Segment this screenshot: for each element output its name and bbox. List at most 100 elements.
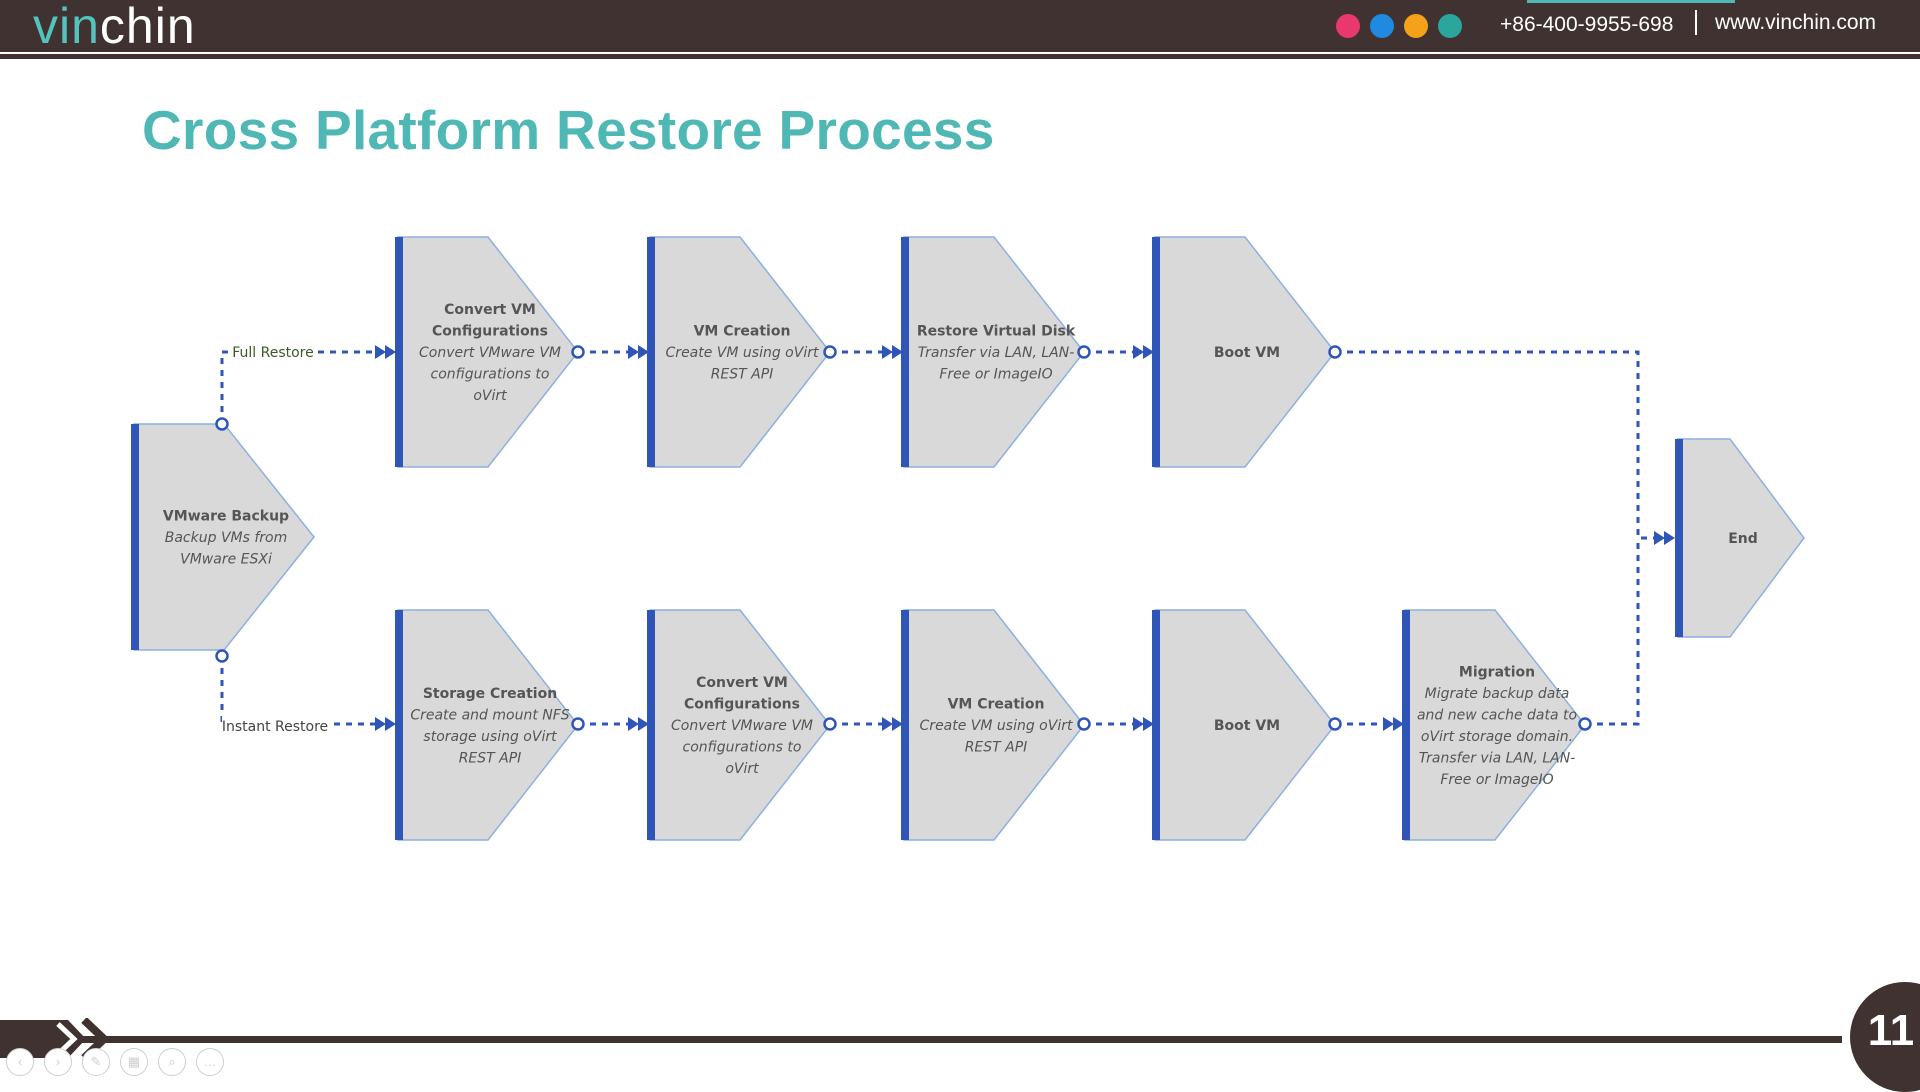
full-restore-step-3 xyxy=(901,236,1085,468)
full-restore-arrow xyxy=(375,345,396,359)
full-restore-step-1-desc: configurations to xyxy=(431,367,550,383)
instant-link-arrow-2 xyxy=(882,717,903,731)
slides-icon[interactable]: ▦ xyxy=(120,1048,148,1076)
full-restore-step-2-desc: Create VM using oVirt xyxy=(666,345,819,361)
instant-out-port-4 xyxy=(1328,717,1342,731)
instant-restore-step-3-desc: REST API xyxy=(965,740,1028,756)
instant-restore-arrow xyxy=(375,717,396,731)
website-link[interactable]: www.vinchin.com xyxy=(1715,11,1877,34)
start-top-port xyxy=(215,417,229,431)
full-restore-step-3-desc: Transfer via LAN, LAN- xyxy=(918,345,1075,361)
slide-title: Cross Platform Restore Process xyxy=(142,99,995,161)
full-restore-step-1-bar xyxy=(395,237,403,467)
color-dot-4 xyxy=(1438,14,1462,38)
instant-out-port-1 xyxy=(571,717,585,731)
instant-restore-step-5-desc: and new cache data to xyxy=(1417,707,1577,723)
full-restore-step-1-desc: Convert VMware VM xyxy=(419,345,561,361)
instant-final-port xyxy=(1578,717,1592,731)
full-out-port-2 xyxy=(823,345,837,359)
vinchin-logo: vinchin xyxy=(33,1,196,51)
vmware-backup-node-bar xyxy=(131,424,139,650)
header-accent-tab xyxy=(1527,0,1735,3)
slideshow-nav: ‹ › ✎ ▦ ⌕ … xyxy=(6,1048,224,1076)
instant-restore-step-5-bar xyxy=(1402,610,1410,840)
color-dot-3 xyxy=(1404,14,1428,38)
instant-restore-step-5-desc: Migrate backup data xyxy=(1425,686,1570,702)
color-dots xyxy=(1336,14,1462,38)
vmware-backup-node-title: VMware Backup xyxy=(163,509,289,525)
full-link-arrow-3 xyxy=(1133,345,1154,359)
instant-out-port-2 xyxy=(823,717,837,731)
instant-restore-step-2-title: Convert VM xyxy=(696,675,788,691)
more-icon[interactable]: … xyxy=(196,1048,224,1076)
instant-restore-step-4-title: Boot VM xyxy=(1214,718,1280,734)
instant-restore-step-3-bar xyxy=(901,610,909,840)
full-restore-step-1-title: Convert VM xyxy=(444,302,536,318)
instant-restore-step-1-title: Storage Creation xyxy=(423,686,557,702)
instant-restore-step-5-desc: Transfer via LAN, LAN- xyxy=(1419,750,1576,766)
full-restore-label: Full Restore xyxy=(232,345,314,361)
instant-restore-step-1-bar xyxy=(395,610,403,840)
instant-restore-step-2 xyxy=(647,609,831,841)
instant-out-port-3 xyxy=(1077,717,1091,731)
full-restore-step-3-desc: Free or ImageIO xyxy=(939,367,1052,383)
instant-restore-step-1-desc: storage using oVirt xyxy=(423,729,557,745)
full-restore-step-4-bar xyxy=(1152,237,1160,467)
full-link-arrow-2 xyxy=(882,345,903,359)
full-restore-step-2-bar xyxy=(647,237,655,467)
page-number: 11 xyxy=(1867,1006,1915,1055)
full-restore-step-4 xyxy=(1152,236,1336,468)
instant-restore-step-3 xyxy=(901,609,1085,841)
prev-icon[interactable]: ‹ xyxy=(6,1048,34,1076)
full-to-end-connector xyxy=(1335,350,1656,540)
play-icon[interactable]: › xyxy=(44,1048,72,1076)
pen-icon[interactable]: ✎ xyxy=(82,1048,110,1076)
zoom-icon[interactable]: ⌕ xyxy=(158,1048,186,1076)
start-bottom-port xyxy=(215,649,229,663)
full-restore-step-2-title: VM Creation xyxy=(694,324,791,340)
instant-restore-label-bg xyxy=(222,713,328,735)
full-restore-step-1-desc: oVirt xyxy=(473,388,507,404)
instant-restore-step-1-desc: Create and mount NFS xyxy=(410,707,569,723)
end-arrow xyxy=(1654,531,1675,545)
instant-restore-step-1 xyxy=(395,609,579,841)
end-node-bar xyxy=(1675,439,1683,637)
full-restore-step-2-desc: REST API xyxy=(711,367,774,383)
instant-to-end-connector xyxy=(1585,538,1640,726)
full-restore-step-1 xyxy=(395,236,579,468)
vmware-backup-node xyxy=(131,423,315,651)
instant-restore-step-2-title: Configurations xyxy=(684,697,800,713)
vmware-backup-node-desc: Backup VMs from xyxy=(165,530,288,546)
instant-restore-step-3-title: VM Creation xyxy=(948,697,1045,713)
instant-restore-label: Instant Restore xyxy=(222,719,328,735)
instant-restore-step-4 xyxy=(1152,609,1336,841)
phone-number: +86-400-9955-698 xyxy=(1500,13,1674,36)
instant-restore-step-5-desc: oVirt storage domain. xyxy=(1421,729,1573,745)
full-link-arrow-1 xyxy=(628,345,649,359)
instant-restore-step-5-shape xyxy=(1404,609,1586,841)
header-separator xyxy=(1695,10,1697,35)
instant-restore-step-5-title: Migration xyxy=(1459,664,1535,680)
full-restore-step-2 xyxy=(647,236,831,468)
instant-link-arrow-3 xyxy=(1133,717,1154,731)
end-node xyxy=(1675,438,1805,638)
instant-restore-step-2-desc: Convert VMware VM xyxy=(671,718,813,734)
header-bar xyxy=(0,0,1920,52)
full-restore-step-1-title: Configurations xyxy=(432,324,548,340)
instant-restore-step-2-desc: configurations to xyxy=(683,740,802,756)
logo-part-1: vin xyxy=(33,0,100,54)
full-final-port xyxy=(1328,345,1342,359)
color-dot-1 xyxy=(1336,14,1360,38)
instant-restore-step-2-desc: oVirt xyxy=(725,761,759,777)
end-node-title: End xyxy=(1728,531,1758,547)
footer-rule xyxy=(0,1036,1842,1043)
full-restore-connector xyxy=(220,350,384,424)
logo-part-2: chin xyxy=(99,0,196,54)
instant-link-arrow-4 xyxy=(1383,717,1404,731)
instant-restore-step-1-desc: REST API xyxy=(459,750,522,766)
full-restore-step-3-bar xyxy=(901,237,909,467)
color-dot-2 xyxy=(1370,14,1394,38)
full-out-port-1 xyxy=(571,345,585,359)
full-out-port-3 xyxy=(1077,345,1091,359)
instant-restore-step-4-bar xyxy=(1152,610,1160,840)
